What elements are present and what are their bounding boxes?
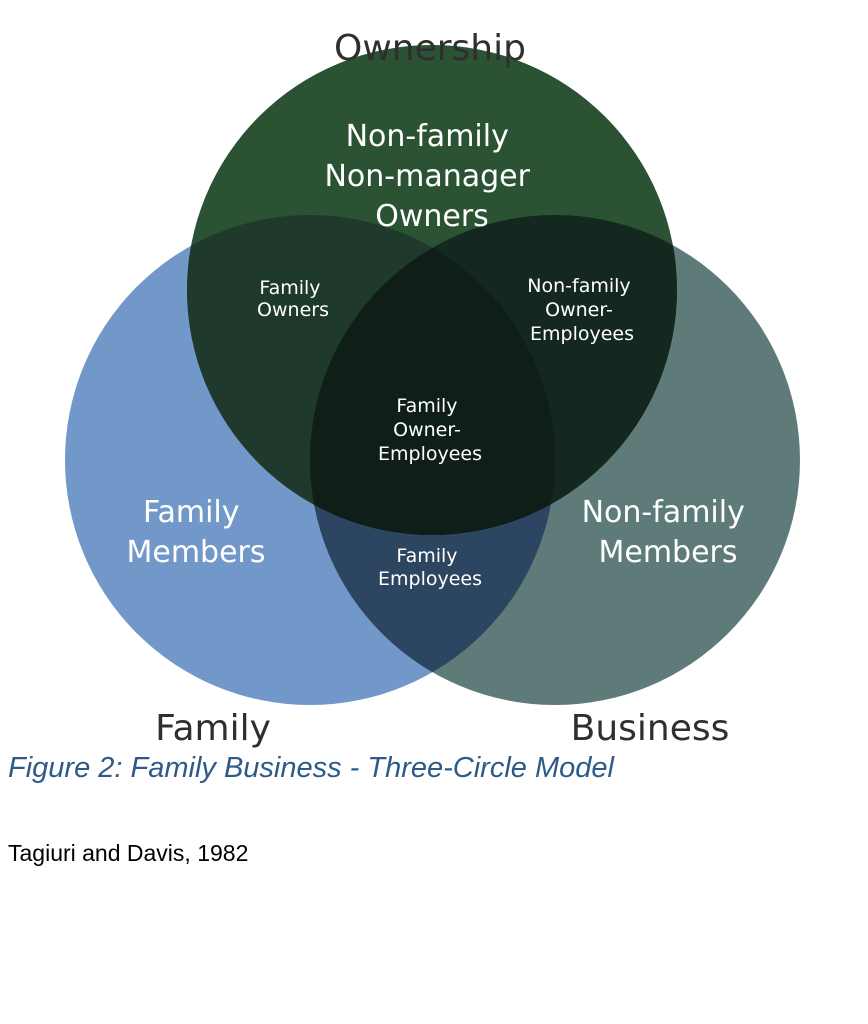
business-title: Business — [571, 708, 730, 749]
three-circle-diagram: Ownership Family Business Non-family Non… — [65, 28, 800, 749]
region-business-only: Non-family Members — [582, 495, 755, 570]
ownership-title: Ownership — [334, 28, 526, 69]
figure-caption: Figure 2: Family Business - Three-Circle… — [8, 752, 614, 784]
region-family-only: Family Members — [126, 495, 265, 570]
citation: Tagiuri and Davis, 1982 — [8, 840, 249, 866]
region-ownership-only: Non-family Non-manager Owners — [324, 119, 539, 234]
family-title: Family — [155, 708, 271, 749]
region-nonfamily-owner-employees: Non-family Owner- Employees — [527, 275, 636, 345]
region-family-owners: Family Owners — [257, 277, 329, 321]
region-family-owner-employees: Family Owner- Employees — [378, 395, 482, 465]
region-family-employees: Family Employees — [378, 545, 482, 590]
